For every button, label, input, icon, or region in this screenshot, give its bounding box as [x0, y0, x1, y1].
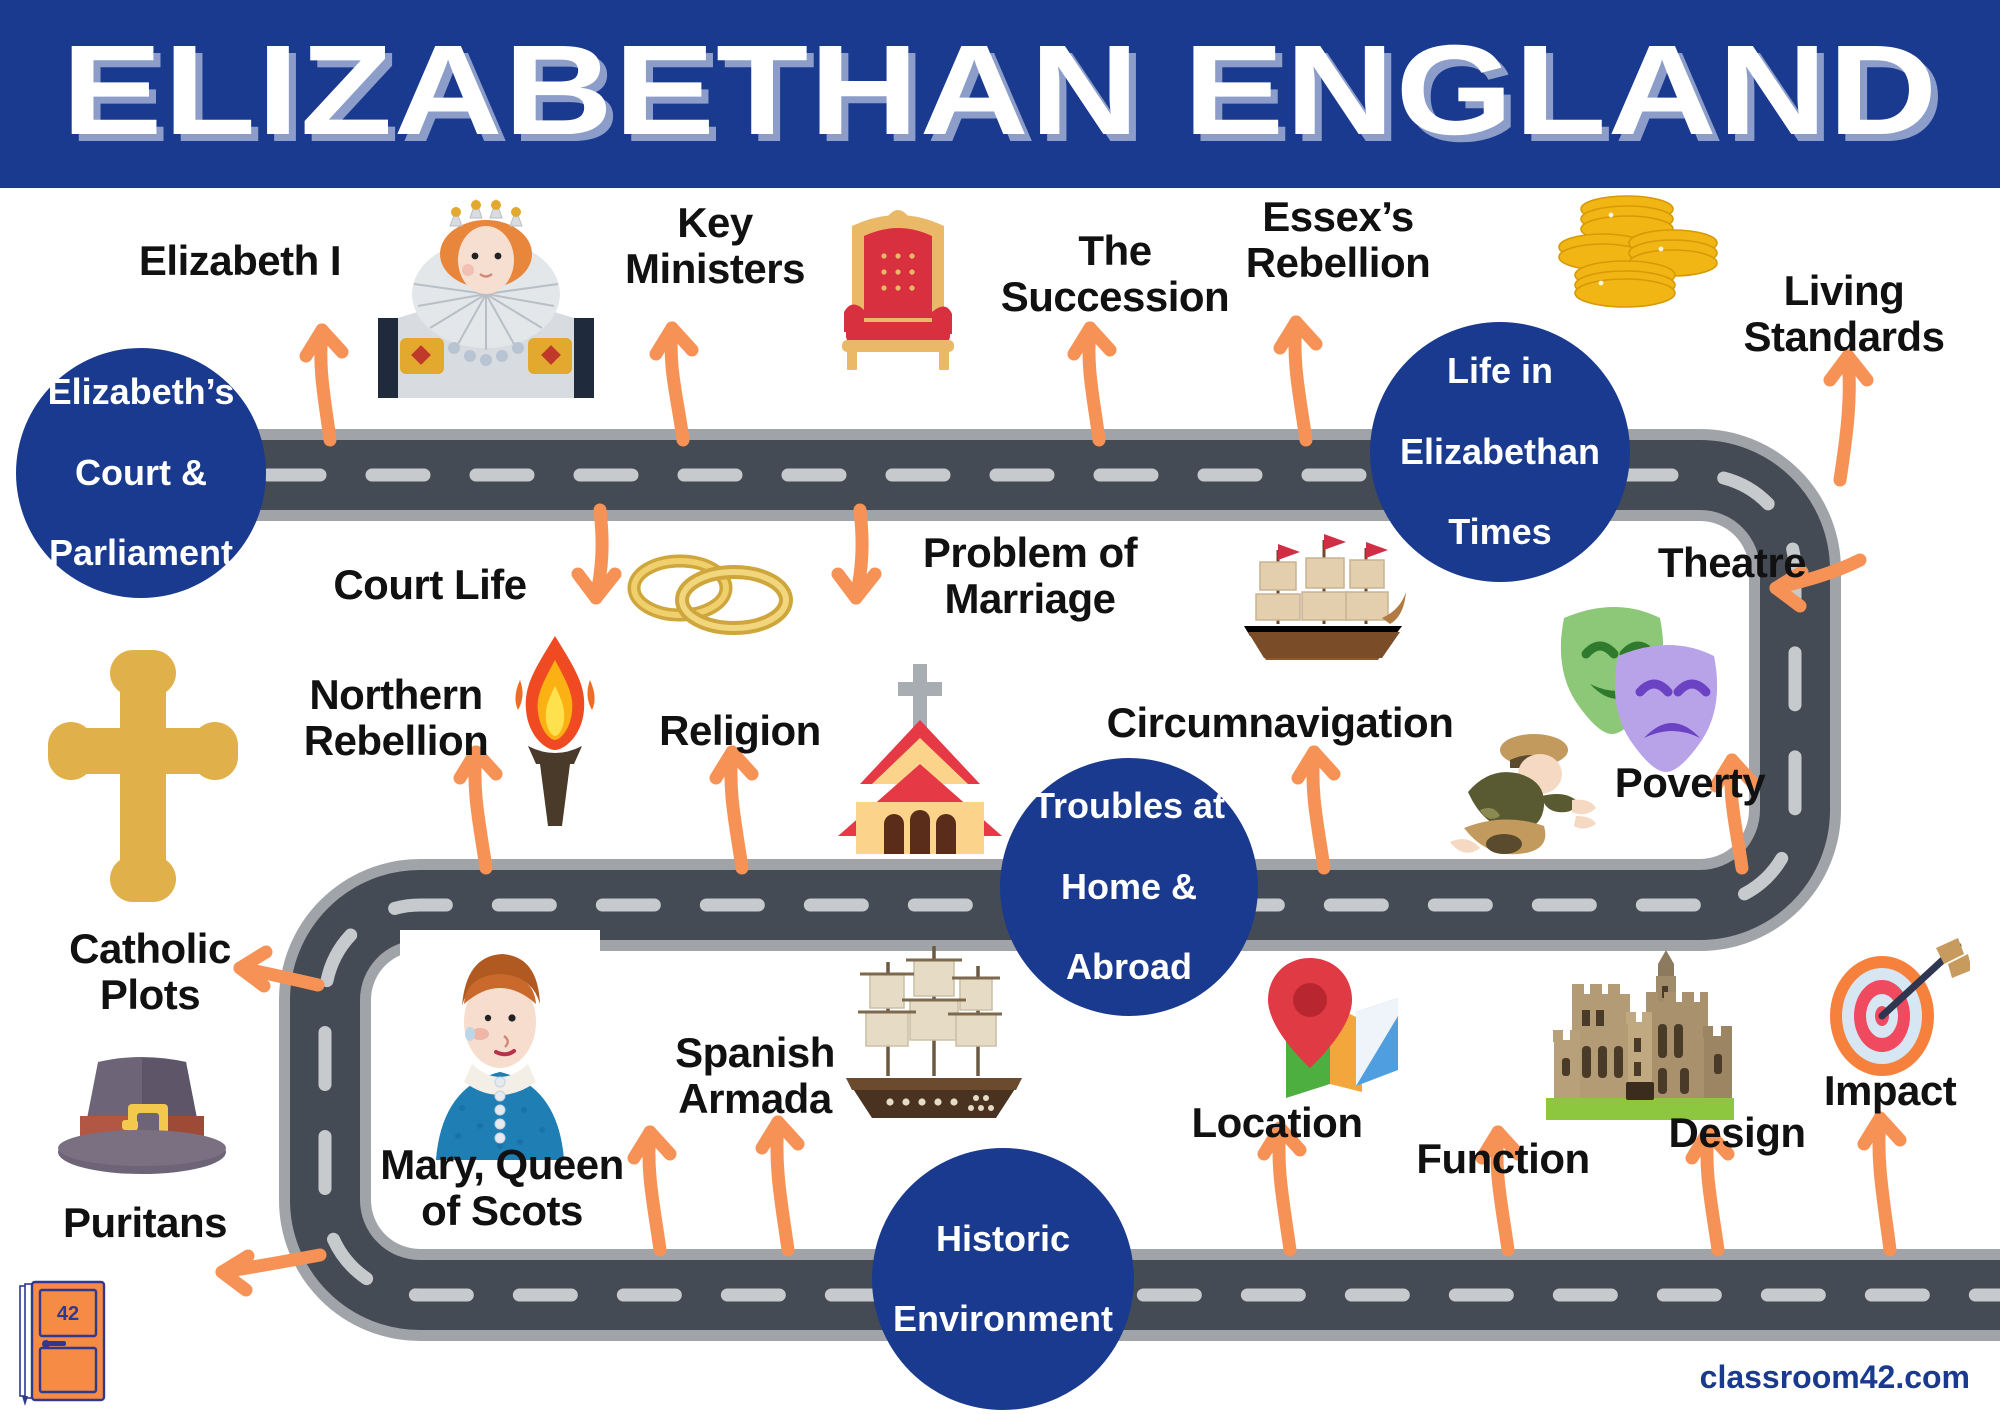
topic-circle-troubles-home-abroad[interactable]: Troubles at Home & Abroad: [1000, 758, 1258, 1016]
label-key-ministers: Key Ministers: [625, 199, 805, 293]
label-court-life: Court Life: [333, 561, 527, 608]
mary-portrait-icon: [400, 930, 600, 1160]
church-icon: [838, 664, 1002, 854]
footer-brand[interactable]: classroom42.com: [1699, 1359, 1970, 1395]
classroom42-door-logo: 42: [19, 1280, 106, 1406]
topic-line-2: Environment: [892, 1298, 1114, 1340]
golden-cross-icon: [48, 650, 238, 902]
label-essexs-rebellion: Essex’s Rebellion: [1245, 193, 1431, 287]
label-design: Design: [1668, 1109, 1806, 1156]
topic-circle-court-parliament[interactable]: Elizabeth’s Court & Parliament: [16, 348, 266, 598]
label-mary-queen-of-scots: Mary, Queen of Scots: [380, 1141, 624, 1235]
page-title: ELIZABETHAN ENGLAND: [61, 19, 1939, 162]
torch-icon: [515, 636, 595, 826]
topic-line-2: Home &: [1060, 865, 1197, 907]
theatre-masks-icon: [1560, 607, 1718, 772]
topic-line-2: Court &: [75, 451, 207, 493]
label-poverty: Poverty: [1614, 759, 1766, 806]
label-location: Location: [1191, 1099, 1364, 1146]
label-problem-of-marriage: Problem of Marriage: [922, 529, 1138, 623]
topic-circle-life-in-elizabethan-times[interactable]: Life in Elizabethan Times: [1370, 322, 1630, 582]
label-puritans: Puritans: [62, 1199, 228, 1246]
galleon-ship-icon: [1244, 534, 1406, 660]
throne-icon: [842, 210, 954, 370]
castle-icon: [1546, 950, 1734, 1120]
pilgrim-hat-icon: [58, 1057, 226, 1174]
topic-circle-historic-environment[interactable]: Historic Environment: [872, 1148, 1134, 1410]
label-elizabeth-i: Elizabeth I: [138, 237, 342, 284]
armada-ship-icon: [846, 946, 1022, 1118]
label-catholic-plots: Catholic Plots: [69, 925, 231, 1019]
title-banner: ELIZABETHAN ENGLAND: [0, 0, 2000, 188]
topic-line-1: Historic: [935, 1217, 1071, 1259]
label-spanish-armada: Spanish Armada: [675, 1029, 835, 1123]
label-circumnavigation: Circumnavigation: [1106, 699, 1454, 746]
label-function: Function: [1416, 1135, 1590, 1182]
door-number: 42: [57, 1303, 79, 1325]
wedding-rings-icon: [627, 554, 793, 635]
label-religion: Religion: [659, 707, 821, 754]
topic-line-1: Troubles at: [1032, 785, 1226, 827]
queen-elizabeth-portrait-icon: [378, 198, 594, 398]
label-living-standards: Living Standards: [1743, 267, 1945, 361]
topic-line-1: Life in: [1446, 350, 1553, 392]
label-impact: Impact: [1823, 1067, 1957, 1114]
topic-line-1: Elizabeth’s: [47, 371, 235, 413]
label-the-succession: The Succession: [1000, 227, 1230, 321]
label-northern-rebellion: Northern Rebellion: [303, 671, 489, 765]
label-theatre: Theatre: [1657, 539, 1807, 586]
gold-coins-icon: [1558, 195, 1718, 308]
target-dartboard-icon: [1830, 938, 1970, 1076]
map-pin-icon: [1268, 958, 1398, 1098]
topic-line-3: Abroad: [1065, 946, 1192, 988]
topic-line-3: Parliament: [48, 532, 234, 574]
topic-line-2: Elizabethan: [1399, 430, 1601, 472]
topic-line-3: Times: [1448, 511, 1552, 553]
beggar-icon: [1450, 734, 1596, 855]
